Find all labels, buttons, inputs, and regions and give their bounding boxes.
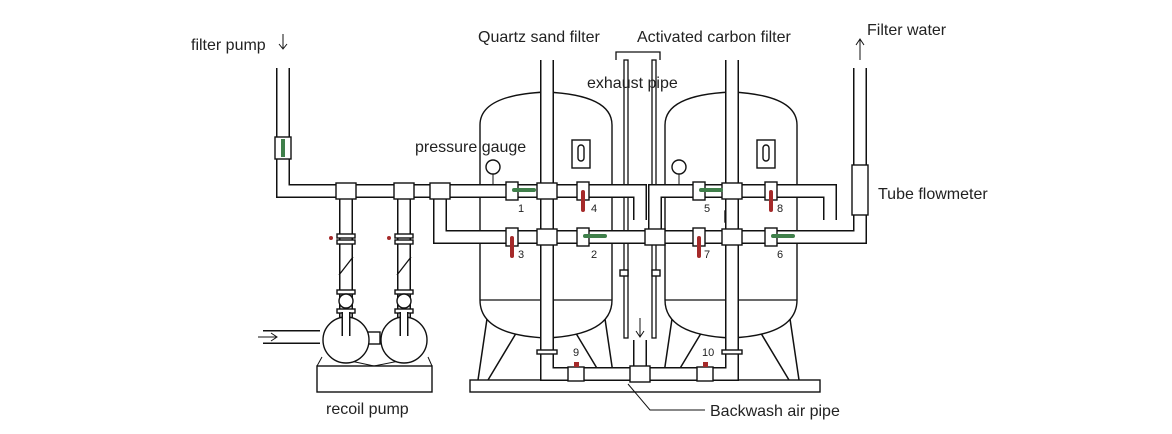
arrow-down-icon — [635, 318, 645, 338]
recoil-pump-icon — [316, 312, 433, 393]
label-backwash-air-pipe: Backwash air pipe — [710, 403, 840, 420]
svg-text:8: 8 — [777, 203, 783, 215]
svg-text:7: 7 — [704, 249, 710, 261]
valves — [505, 181, 795, 382]
valve-numbers: 1 2 3 4 5 6 7 8 9 10 — [518, 203, 783, 359]
valve-2 — [576, 227, 607, 247]
leader-line — [627, 383, 705, 411]
sight-glass-icon — [571, 139, 776, 169]
svg-text:10: 10 — [702, 347, 714, 359]
arrow-up-icon — [855, 38, 865, 60]
label-tube-flowmeter: Tube flowmeter — [878, 186, 988, 203]
label-exhaust-pipe: exhaust pipe — [587, 75, 678, 92]
valve-7 — [692, 227, 706, 258]
valve-8 — [764, 181, 778, 212]
label-pressure-gauge: pressure gauge — [415, 139, 527, 156]
svg-text:1: 1 — [518, 203, 524, 215]
pipe-tees — [335, 182, 743, 383]
exhaust-valve — [651, 269, 661, 277]
label-activated-carbon-filter: Activated carbon filter — [637, 29, 791, 46]
exhaust-valve — [619, 269, 629, 277]
label-filter-pump: filter pump — [191, 37, 266, 54]
svg-text:6: 6 — [777, 249, 783, 261]
label-recoil-pump: recoil pump — [326, 401, 409, 418]
pump-branch-fittings — [329, 233, 414, 314]
label-filter-water: Filter water — [867, 22, 947, 39]
arrow-right-icon — [258, 332, 278, 342]
open-valve-handle — [281, 139, 285, 157]
valve-5 — [692, 181, 723, 201]
arrow-down-icon — [278, 34, 288, 50]
valve-9 — [567, 362, 585, 382]
valve-10 — [696, 362, 714, 382]
label-quartz-sand-filter: Quartz sand filter — [478, 29, 600, 46]
svg-text:5: 5 — [704, 203, 710, 215]
svg-text:4: 4 — [591, 203, 597, 215]
svg-text:2: 2 — [591, 249, 597, 261]
valve-6 — [764, 227, 795, 247]
valve-1 — [505, 181, 536, 201]
tube-flowmeter — [851, 164, 869, 216]
valve-4 — [576, 181, 590, 212]
valve-3 — [505, 227, 519, 258]
svg-text:9: 9 — [573, 347, 579, 359]
tank-legs — [477, 311, 800, 381]
pressure-gauge-icon — [485, 159, 687, 184]
svg-text:3: 3 — [518, 249, 524, 261]
